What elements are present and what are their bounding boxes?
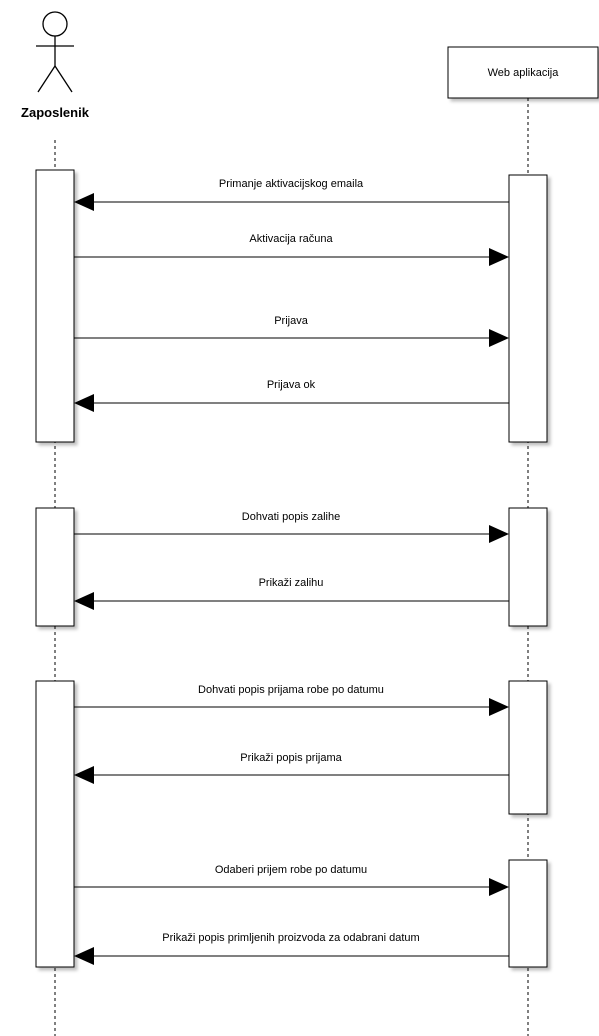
arrowhead-right-icon [489,878,509,896]
participant-activation-1 [508,174,548,443]
arrowhead-left-icon [74,394,94,412]
participant-activation-4 [508,859,548,968]
message-label: Prijava [274,315,309,327]
message-label: Aktivacija računa [249,233,333,245]
message-label: Primanje aktivacijskog emaila [219,178,364,190]
message-4: Prijava ok [74,379,509,412]
arrowhead-left-icon [74,193,94,211]
participant-box [447,46,599,99]
message-9: Odaberi prijem robe po datumu [74,864,509,896]
arrowhead-left-icon [74,766,94,784]
actor-activation-1 [35,169,75,443]
message-label: Dohvati popis zalihe [242,511,340,523]
message-3: Prijava [74,315,509,347]
arrowhead-right-icon [489,525,509,543]
participant-activation-3 [508,680,548,815]
message-label: Prikaži popis prijama [240,752,342,764]
message-2: Aktivacija računa [74,233,509,266]
participant-label: Web aplikacija [488,67,560,79]
participant-activation-2 [508,507,548,627]
arrowhead-right-icon [489,698,509,716]
arrowhead-left-icon [74,947,94,965]
message-label: Odaberi prijem robe po datumu [215,864,367,876]
actor-stick-figure-icon [36,11,74,93]
message-5: Dohvati popis zalihe [74,511,509,543]
message-label: Prijava ok [267,379,316,391]
actor-activation-2 [35,507,75,627]
message-7: Dohvati popis prijama robe po datumu [74,684,509,716]
arrowhead-right-icon [489,329,509,347]
arrowhead-left-icon [74,592,94,610]
message-label: Prikaži zalihu [259,577,324,589]
message-8: Prikaži popis prijama [74,752,509,784]
actor-activation-3 [35,680,75,968]
message-6: Prikaži zalihu [74,577,509,610]
arrowhead-right-icon [489,248,509,266]
message-label: Dohvati popis prijama robe po datumu [198,684,384,696]
message-1: Primanje aktivacijskog emaila [74,178,509,211]
message-10: Prikaži popis primljenih proizvoda za od… [74,932,509,965]
actor-label: Zaposlenik [21,105,90,120]
message-label: Prikaži popis primljenih proizvoda za od… [162,932,419,944]
